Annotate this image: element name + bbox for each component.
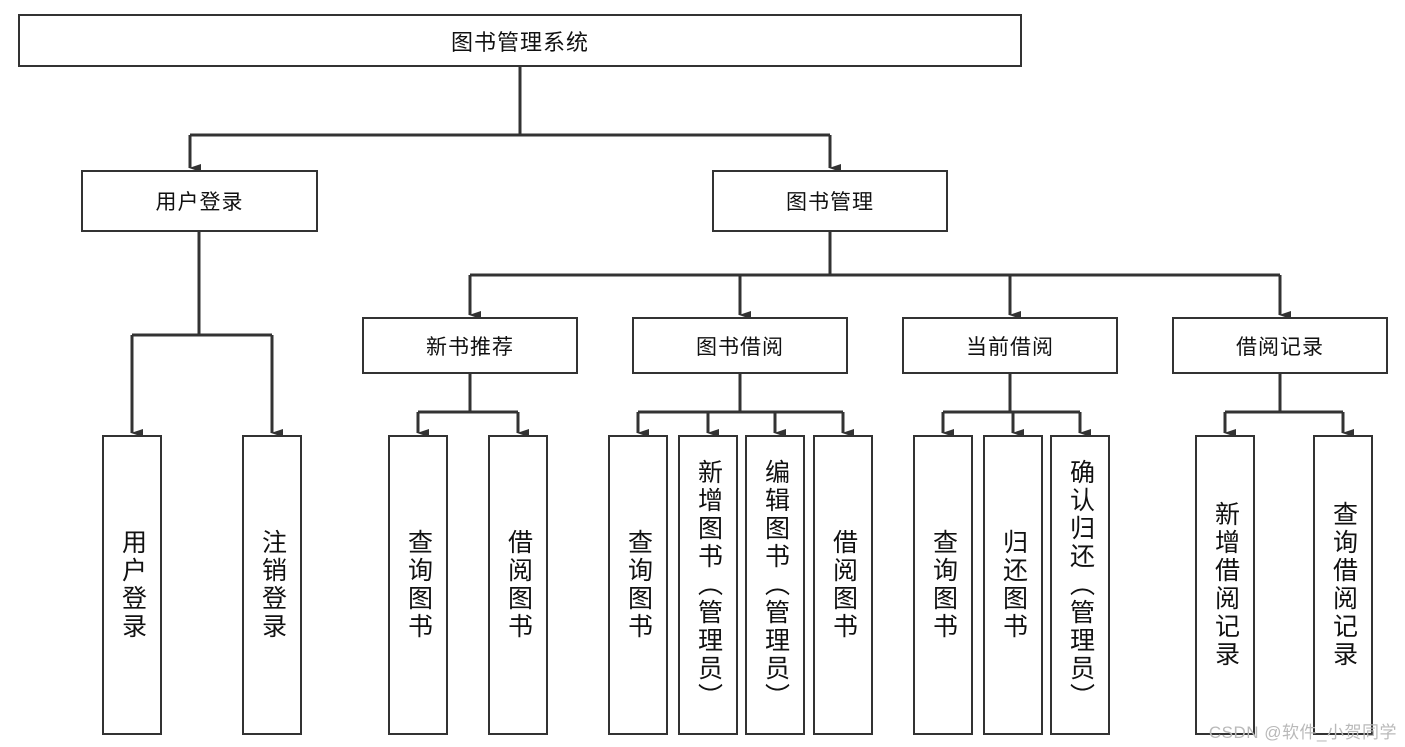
node-current-borrow-label: 当前借阅 <box>966 335 1054 359</box>
node-leaf-query-book-3[interactable]: 查询图书 <box>913 435 973 735</box>
node-leaf-return-book-label: 归还图书 <box>999 529 1028 641</box>
node-leaf-add-book-admin-label: 新增图书（管理员） <box>694 459 723 711</box>
node-book-manage[interactable]: 图书管理 <box>712 170 948 232</box>
node-current-borrow[interactable]: 当前借阅 <box>902 317 1118 374</box>
node-book-manage-label: 图书管理 <box>786 191 874 214</box>
node-leaf-query-book-2-label: 查询图书 <box>624 529 653 641</box>
node-leaf-confirm-return-admin-label: 确认归还（管理员） <box>1066 459 1095 711</box>
node-leaf-user-login-label: 用户登录 <box>118 529 147 641</box>
node-leaf-edit-book-admin[interactable]: 编辑图书（管理员） <box>745 435 805 735</box>
node-leaf-query-book-3-label: 查询图书 <box>929 529 958 641</box>
node-leaf-edit-book-admin-label: 编辑图书（管理员） <box>761 459 790 711</box>
node-leaf-borrow-book-1[interactable]: 借阅图书 <box>488 435 548 735</box>
node-leaf-confirm-return-admin[interactable]: 确认归还（管理员） <box>1050 435 1110 735</box>
node-borrow-record-label: 借阅记录 <box>1236 335 1324 359</box>
node-borrow-record[interactable]: 借阅记录 <box>1172 317 1388 374</box>
node-book-borrow[interactable]: 图书借阅 <box>632 317 848 374</box>
node-leaf-query-borrow-record-label: 查询借阅记录 <box>1329 501 1358 669</box>
node-new-book-recommend[interactable]: 新书推荐 <box>362 317 578 374</box>
node-root[interactable]: 图书管理系统 <box>18 14 1022 67</box>
node-user-login-label: 用户登录 <box>155 191 244 214</box>
node-leaf-add-borrow-record-label: 新增借阅记录 <box>1211 501 1240 669</box>
node-leaf-query-borrow-record[interactable]: 查询借阅记录 <box>1313 435 1373 735</box>
node-leaf-user-logout[interactable]: 注销登录 <box>242 435 302 735</box>
node-user-login[interactable]: 用户登录 <box>81 170 318 232</box>
node-leaf-borrow-book-2[interactable]: 借阅图书 <box>813 435 873 735</box>
node-leaf-user-logout-label: 注销登录 <box>258 529 287 641</box>
node-leaf-query-book-1-label: 查询图书 <box>404 529 433 641</box>
node-new-book-recommend-label: 新书推荐 <box>426 335 514 359</box>
node-leaf-add-book-admin[interactable]: 新增图书（管理员） <box>678 435 738 735</box>
node-leaf-query-book-1[interactable]: 查询图书 <box>388 435 448 735</box>
node-leaf-borrow-book-2-label: 借阅图书 <box>829 529 858 641</box>
node-leaf-user-login[interactable]: 用户登录 <box>102 435 162 735</box>
node-leaf-return-book[interactable]: 归还图书 <box>983 435 1043 735</box>
node-root-label: 图书管理系统 <box>450 29 589 55</box>
node-leaf-add-borrow-record[interactable]: 新增借阅记录 <box>1195 435 1255 735</box>
node-leaf-query-book-2[interactable]: 查询图书 <box>608 435 668 735</box>
node-book-borrow-label: 图书借阅 <box>696 335 784 359</box>
node-leaf-borrow-book-1-label: 借阅图书 <box>504 529 533 641</box>
